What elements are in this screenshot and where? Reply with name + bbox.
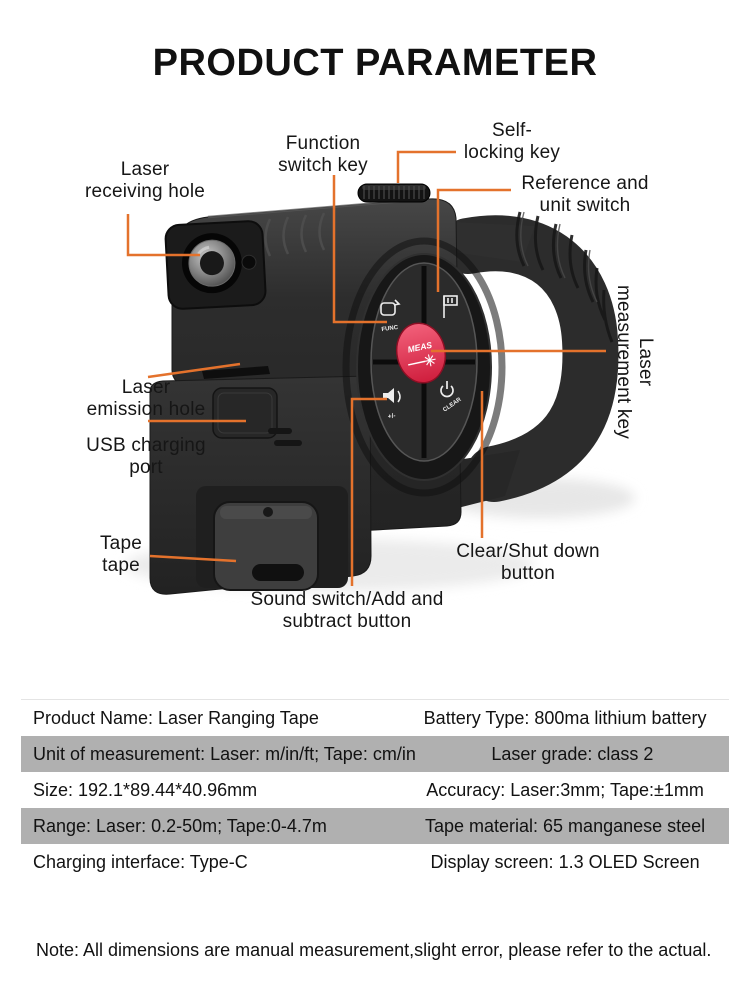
self-locking-wheel [357, 183, 431, 203]
page-title: PRODUCT PARAMETER [152, 42, 598, 84]
spec-row-charging: Charging interface: Type-C Display scree… [21, 844, 729, 880]
usb-port-door [212, 387, 302, 446]
spec-accuracy: Accuracy: Laser:3mm; Tape:±1mm [426, 779, 704, 800]
leader-reference-unit [436, 188, 511, 292]
control-pad: FUNC +/- CLEAR MEAS [342, 237, 506, 497]
note-text: Note: All dimensions are manual measurem… [36, 940, 712, 960]
svg-text:FUNC: FUNC [381, 325, 399, 333]
svg-text:+/-: +/- [387, 412, 396, 420]
callout-sound-switch-button: Sound switch/Add and subtract button [250, 589, 444, 633]
callout-function-switch-key: Function switch key [278, 133, 368, 177]
sound-key-icon: +/- [383, 388, 401, 421]
leader-lines [126, 150, 606, 586]
spec-display-screen: Display screen: 1.3 OLED Screen [430, 851, 700, 872]
device-handle [440, 211, 619, 512]
spec-row-size: Size: 192.1*89.44*40.96mm Accuracy: Lase… [21, 772, 729, 808]
callout-laser-receiving-hole: Laser receiving hole [84, 159, 206, 203]
callout-usb-charging-port: USB charging port [86, 435, 206, 479]
spec-tape-material: Tape material: 65 manganese steel [424, 815, 706, 836]
tape-hook [196, 486, 348, 591]
leader-self-locking [396, 150, 456, 183]
leader-function-switch [332, 175, 387, 324]
spec-table: Product Name: Laser Ranging Tape Battery… [21, 699, 729, 880]
spec-product-name: Product Name: Laser Ranging Tape [33, 707, 319, 728]
spec-charging-interface: Charging interface: Type-C [33, 851, 248, 872]
spec-row-range: Range: Laser: 0.2-50m; Tape:0-4.7m Tape … [21, 808, 729, 844]
callout-self-locking-key: Self- locking key [463, 120, 561, 164]
handle-rib-texture [515, 211, 614, 343]
spec-battery-type: Battery Type: 800ma lithium battery [423, 707, 707, 728]
device-lower-section [149, 366, 372, 595]
callout-clear-shutdown-button: Clear/Shut down button [456, 541, 600, 585]
leader-laser-receiving [126, 214, 200, 257]
body-vent-grooves [264, 212, 326, 257]
spec-range: Range: Laser: 0.2-50m; Tape:0-4.7m [33, 815, 327, 836]
spec-laser-grade: Laser grade: class 2 [491, 743, 654, 764]
spec-row-unit: Unit of measurement: Laser: m/in/ft; Tap… [21, 736, 729, 772]
spec-size: Size: 192.1*89.44*40.96mm [33, 779, 258, 800]
callout-laser-emission-hole: Laser emission hole [86, 377, 206, 421]
leader-laser-emission [147, 362, 241, 379]
laser-receiving-lens [164, 220, 267, 310]
leader-tape [149, 554, 237, 563]
leader-sound-switch [350, 397, 387, 586]
laser-emission-slot [202, 366, 270, 379]
spec-unit-of-measurement: Unit of measurement: Laser: m/in/ft; Tap… [33, 743, 416, 764]
callout-tape: Tape tape [99, 533, 142, 577]
callout-reference-unit-switch: Reference and unit switch [521, 173, 649, 217]
spec-row-product-name: Product Name: Laser Ranging Tape Battery… [21, 700, 729, 736]
reference-unit-key-icon [443, 295, 458, 318]
callout-laser-measurement-key: Laser measurement key [612, 284, 656, 439]
meas-button: MEAS [395, 322, 447, 384]
function-key-icon: FUNC [380, 299, 401, 333]
